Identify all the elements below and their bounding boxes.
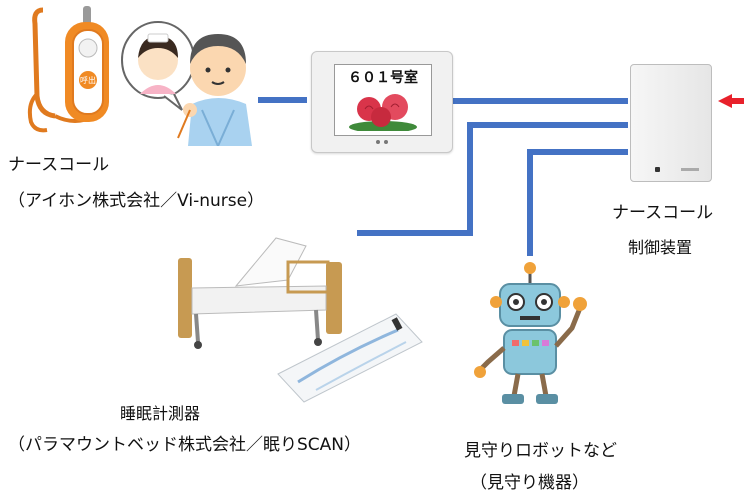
- room-number-text: ６０１号室: [348, 70, 418, 86]
- sleep-sensor-mat-image: [277, 313, 423, 403]
- line-robot-to-controller: [527, 149, 628, 256]
- incoming-arrow: [718, 94, 744, 108]
- nurse-call-controller-unit: [630, 64, 712, 182]
- svg-text:呼出: 呼出: [80, 75, 96, 85]
- bed-image: [178, 237, 342, 349]
- nurse-call-label: ナースコール: [8, 155, 110, 175]
- patient-and-nurse-image: [121, 21, 252, 146]
- robot-sublabel: （見守り機器）: [470, 473, 589, 493]
- sleep-sensor-label: 睡眠計測器: [120, 404, 201, 423]
- line-bed-to-controller: [357, 122, 628, 236]
- nurse-call-vendor-label: （アイホン株式会社／Vi-nurse）: [8, 191, 265, 211]
- sleep-sensor-vendor-label: （パラマウントベッド株式会社／眠りSCAN）: [8, 435, 362, 455]
- roses-icon: [349, 94, 417, 131]
- robot-image: [474, 262, 587, 404]
- robot-label: 見守りロボットなど: [464, 441, 617, 461]
- nurse-call-handset-image: 呼出: [27, 6, 109, 133]
- controller-label: ナースコール: [612, 203, 714, 223]
- room-display-panel: ６０１号室: [311, 51, 453, 153]
- controller-sublabel: 制御装置: [628, 238, 693, 257]
- room-display-screen: ６０１号室: [334, 64, 432, 136]
